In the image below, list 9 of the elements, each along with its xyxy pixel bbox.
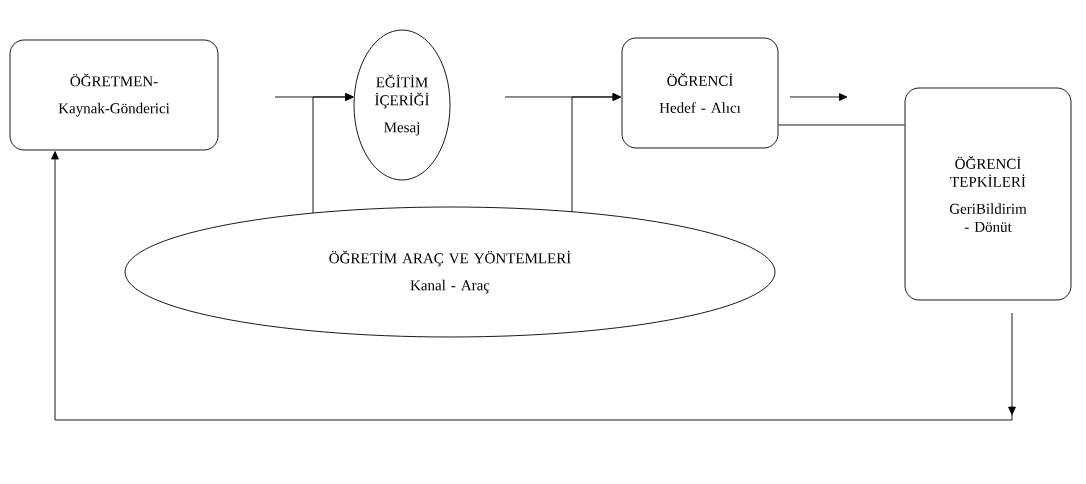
- process-box: ÖĞRENCİ TEPKİLERİ GeriBildirim - Dönüt: [904, 87, 1072, 301]
- ellipse-node: EĞİTİM İÇERİĞİ Mesaj: [353, 29, 451, 181]
- arrow: [51, 151, 1016, 421]
- arrow: [571, 93, 621, 213]
- arrow: [312, 93, 354, 214]
- process-box: ÖĞRETMEN- Kaynak-Gönderici: [9, 39, 219, 151]
- ellipse-node: ÖĞRETİM ARAÇ VE YÖNTEMLERİ Kanal - Araç: [124, 206, 776, 338]
- arrow: [789, 93, 848, 101]
- process-box: ÖĞRENCİ Hedef - Alıcı: [621, 37, 779, 149]
